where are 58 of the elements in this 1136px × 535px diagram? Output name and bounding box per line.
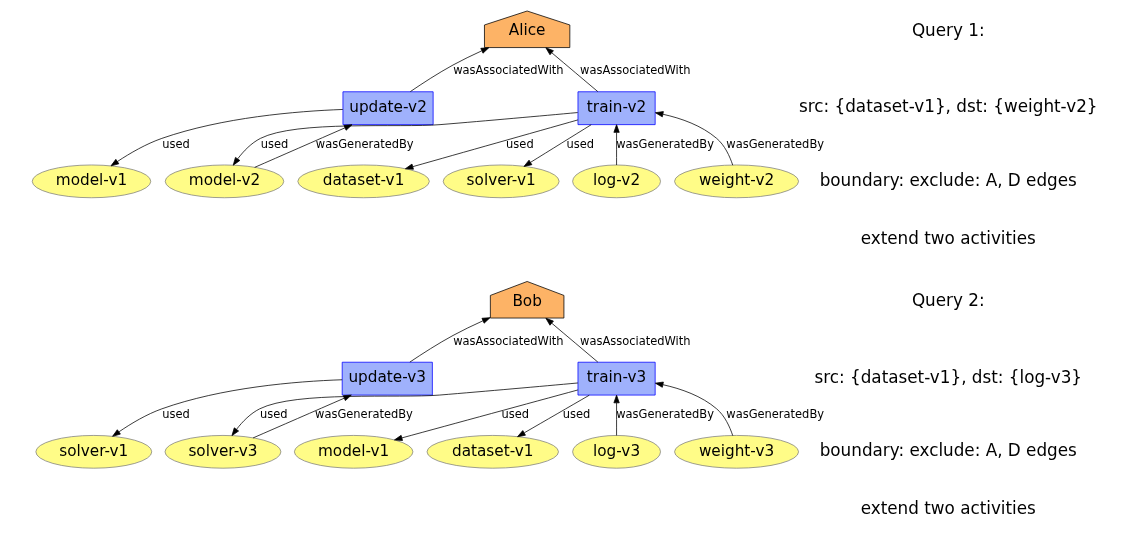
edge-label: wasAssociatedWith (452, 63, 564, 78)
edge-label: used (259, 407, 288, 422)
arrow (545, 317, 598, 363)
edge-label: wasGeneratedBy (315, 136, 414, 151)
label: boundary: exclude: A, D edges (819, 169, 1077, 190)
node-ellipse: weight-v2 (673, 164, 799, 199)
node-box: update-v3 (341, 361, 433, 396)
arrow (523, 124, 592, 167)
edge-label: used (505, 136, 534, 151)
label: extend two activities (860, 227, 1036, 248)
arrow (231, 382, 578, 436)
arrow (654, 111, 733, 166)
arrow (613, 394, 620, 436)
arrow (409, 47, 489, 92)
edge-label: wasGeneratedBy (725, 407, 824, 422)
label: Query 1: (911, 19, 985, 40)
arrow (393, 389, 578, 441)
edge-label: wasGeneratedBy (314, 407, 413, 422)
label: src: {dataset-v1}, dst: {weight-v2} (798, 96, 1098, 117)
edge-label: used (161, 407, 190, 422)
edge-label: used (565, 136, 594, 151)
edge-label: wasGeneratedBy (615, 136, 714, 151)
edge-label: used (161, 136, 190, 151)
node-ellipse: model-v2 (164, 164, 284, 199)
edge-label: wasGeneratedBy (615, 407, 714, 422)
arrow (110, 109, 343, 167)
edge-label: used (562, 407, 590, 422)
node-ellipse: solver-v1 (34, 435, 152, 469)
edge-label: used (501, 407, 529, 422)
label: extend two activities (860, 498, 1036, 519)
node-box: update-v2 (342, 91, 433, 125)
arrow (232, 112, 578, 166)
arrow (111, 379, 342, 437)
node-box: train-v3 (577, 361, 656, 396)
node-ellipse: weight-v3 (673, 435, 799, 469)
arrow (613, 124, 620, 166)
edge-label: wasGeneratedBy (725, 136, 824, 151)
node-ellipse: log-v2 (571, 164, 661, 199)
label: src: {dataset-v1}, dst: {log-v3} (814, 366, 1082, 387)
arrow (654, 381, 733, 436)
arrow (253, 124, 352, 168)
label: boundary: exclude: A, D edges (819, 440, 1077, 461)
arrow (252, 394, 352, 439)
edge-label: used (260, 136, 288, 151)
arrow (404, 119, 578, 170)
node-ellipse: model-v1 (31, 164, 151, 199)
arrow (516, 394, 590, 438)
node-box: train-v2 (577, 91, 656, 125)
label: Query 2: (911, 289, 985, 310)
node-ellipse: solver-v3 (164, 435, 281, 469)
arrow (545, 47, 598, 92)
node-ellipse: log-v3 (571, 435, 661, 469)
node-ellipse: solver-v1 (442, 164, 559, 199)
edge-label: wasAssociatedWith (579, 63, 691, 78)
edge-label: wasAssociatedWith (452, 333, 564, 348)
node-ellipse: dataset-v1 (426, 435, 559, 469)
edge-label: wasAssociatedWith (579, 333, 691, 348)
arrow (409, 317, 490, 363)
